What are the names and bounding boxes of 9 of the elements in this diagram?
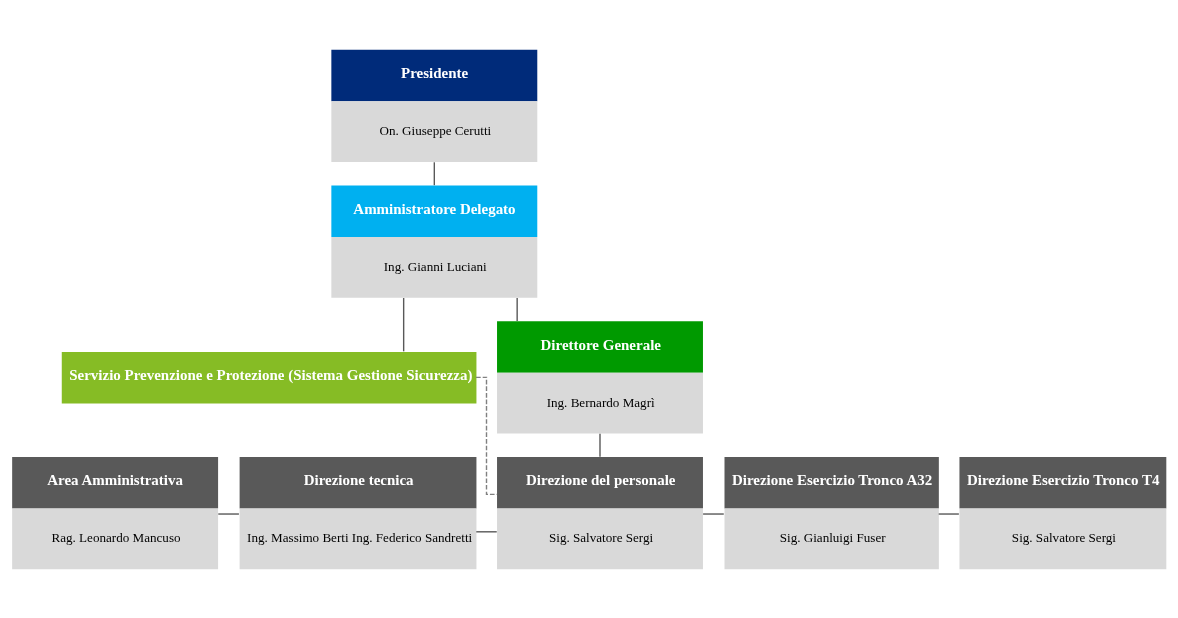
connector xyxy=(516,296,518,322)
connector xyxy=(217,512,240,515)
connector xyxy=(475,530,498,532)
connector xyxy=(937,512,960,515)
node-box: Servizio Prevenzione e Protezione (Sistema Gestione Sicurezza) xyxy=(61,351,477,404)
connector xyxy=(402,296,405,352)
connector xyxy=(702,512,725,515)
connector xyxy=(433,161,435,186)
connector xyxy=(599,432,601,457)
